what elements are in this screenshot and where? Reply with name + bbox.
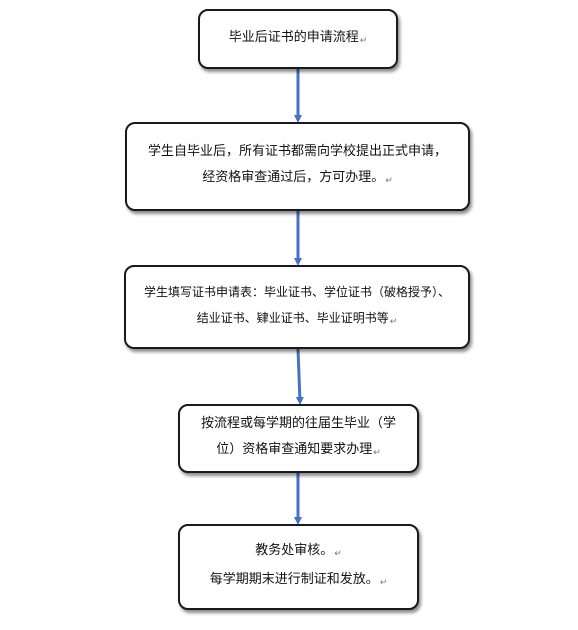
flow-step-5-line-1: 教务处审核。↵ — [255, 543, 342, 559]
flow-step-3-line-2: 结业证书、肄业证书、毕业证明书等↵ — [196, 311, 398, 327]
paragraph-mark-icon: ↵ — [385, 176, 393, 186]
flow-step-5: 教务处审核。↵ 每学期期末进行制证和发放。↵ — [178, 524, 419, 610]
flow-step-2-line-1: 学生自毕业后，所有证书都需向学校提出正式申请， — [147, 144, 447, 159]
flow-step-3-line-1: 学生填写证书申请表：毕业证书、学位证书（破格授予）、 — [143, 285, 450, 299]
flow-step-5-line-2: 每学期期末进行制证和发放。↵ — [209, 572, 388, 588]
flow-step-3: 学生填写证书申请表：毕业证书、学位证书（破格授予）、 结业证书、肄业证书、毕业证… — [124, 265, 470, 349]
paragraph-mark-icon: ↵ — [379, 578, 388, 588]
flow-step-4: 按流程或每学期的往届生毕业（学 位）资格审查通知要求办理↵ — [178, 404, 419, 473]
paragraph-mark-icon: ↵ — [334, 549, 342, 559]
flow-step-4-line-2: 位）资格审查通知要求办理↵ — [216, 442, 381, 458]
paragraph-mark-icon: ↵ — [389, 317, 398, 327]
paragraph-mark-icon: ↵ — [373, 448, 381, 458]
flow-step-2: 学生自毕业后，所有证书都需向学校提出正式申请， 经资格审查通过后，方可办理。↵ — [125, 122, 470, 211]
flow-step-1-line-1: 毕业后证书的申请流程↵ — [228, 29, 368, 46]
arrow-step3-to-step4 — [295, 348, 304, 405]
flow-step-2-line-2: 经资格审查通过后，方可办理。↵ — [202, 170, 393, 186]
flow-step-4-line-1: 按流程或每学期的往届生毕业（学 — [200, 416, 396, 431]
flow-step-1: 毕业后证书的申请流程↵ — [198, 9, 398, 69]
paragraph-mark-icon: ↵ — [359, 35, 368, 46]
